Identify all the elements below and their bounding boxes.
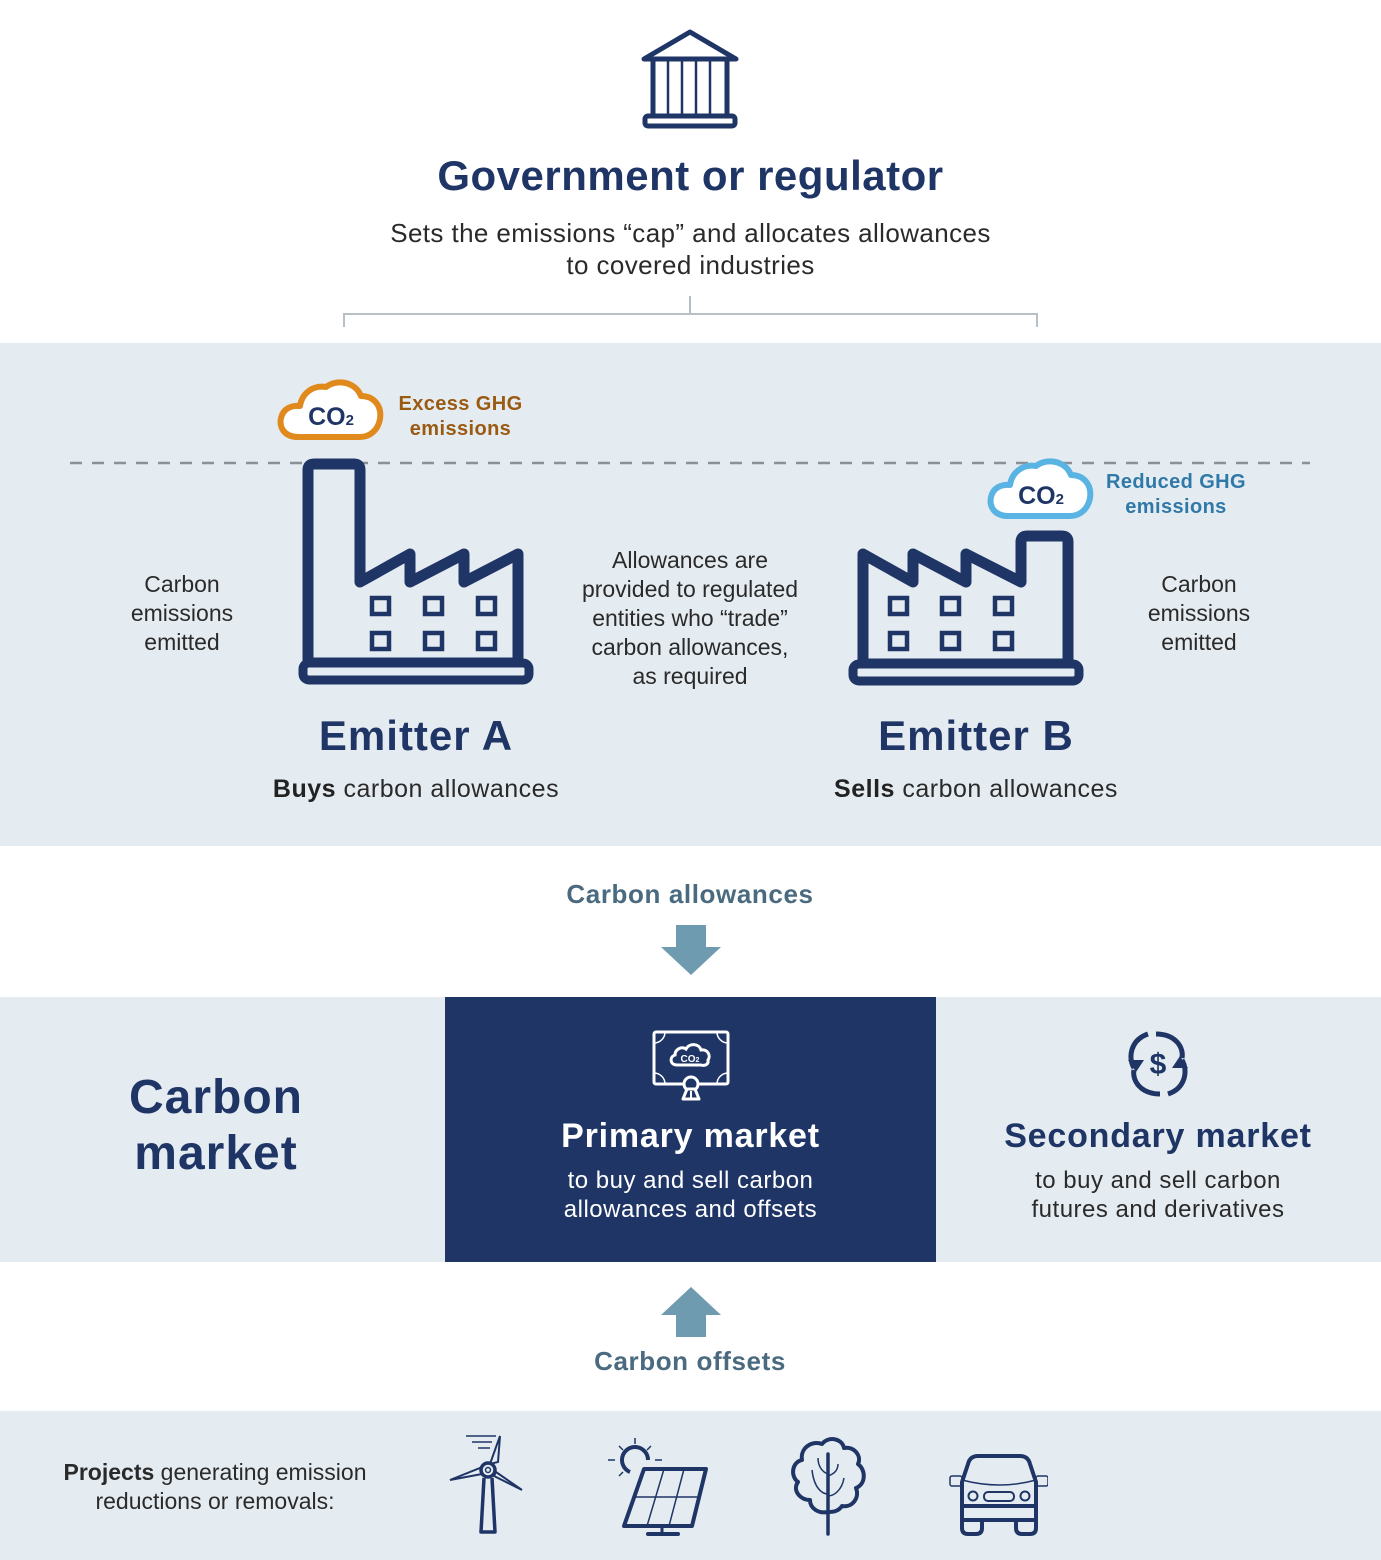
reduced-ghg-label: Reduced GHG emissions [1098, 470, 1254, 520]
primary-market-title: Primary market [561, 1117, 820, 1155]
carbon-allowances-label: Carbon allowances [566, 879, 814, 909]
reduced-ghg-label-line1: Reduced GHG [1106, 471, 1246, 493]
allowances-explanation: Allowances are provided to regulated ent… [550, 546, 830, 691]
emitter-b-title: Emitter B [878, 712, 1074, 759]
government-title: Government or regulator [437, 152, 944, 199]
side-text-line: Carbon [1161, 571, 1237, 597]
primary-market-description: to buy and sell carbon allowances and of… [445, 1166, 936, 1224]
emitter-a-side-text: Carbon emissions emitted [100, 570, 264, 657]
side-text-line: emitted [1161, 629, 1237, 655]
emitter-a-action-verb: Buys [272, 775, 337, 803]
svg-text:CO2: CO2 [681, 1054, 700, 1065]
primary-market-description-line2: allowances and offsets [563, 1196, 818, 1223]
government-building-icon [641, 29, 739, 129]
primary-market-description-line1: to buy and sell carbon [567, 1167, 814, 1194]
excess-co2-cloud-icon: CO2 [277, 379, 384, 440]
primary-market-box [445, 997, 936, 1262]
explanation-line: carbon allowances, [591, 634, 789, 660]
emitter-a-action: Buys carbon allowances [196, 775, 636, 804]
tree-icon [791, 1437, 866, 1536]
secondary-market-title: Secondary market [1004, 1117, 1312, 1155]
emitter-a-action-object: carbon allowances [336, 775, 560, 803]
explanation-line: as required [632, 663, 748, 689]
projects-label-bold: Projects [63, 1459, 155, 1485]
emitter-b-side-text: Carbon emissions emitted [1117, 570, 1281, 657]
excess-ghg-label: Excess GHG emissions [388, 392, 533, 442]
allocation-bracket [343, 296, 1038, 327]
wind-turbine-icon [449, 1435, 523, 1534]
carbon-offsets-label: Carbon offsets [594, 1346, 786, 1376]
side-text-line: emissions [130, 600, 234, 626]
excess-ghg-label-line2: emissions [409, 418, 512, 440]
projects-section [0, 1411, 1381, 1560]
car-icon [949, 1454, 1048, 1536]
co2-certificate-icon: CO2 [652, 1030, 730, 1101]
arrow-down-icon [661, 925, 721, 975]
side-text-line: Carbon [144, 571, 220, 597]
secondary-market-description-line2: futures and derivatives [1031, 1196, 1285, 1223]
emitters-section [0, 343, 1381, 846]
emitter-b-action: Sells carbon allowances [756, 775, 1196, 804]
carbon-market-title: Carbon market [70, 1070, 362, 1182]
secondary-market-description: to buy and sell carbon futures and deriv… [940, 1166, 1376, 1224]
dollar-exchange-icon: $ [1128, 1031, 1188, 1097]
emitter-a-factory-icon [298, 458, 534, 685]
carbon-market-title-line1: Carbon [129, 1071, 303, 1124]
emitter-a-title: Emitter A [318, 712, 514, 759]
svg-text:$: $ [1150, 1048, 1167, 1081]
government-subtitle: Sets the emissions “cap” and allocates a… [0, 217, 1381, 281]
svg-text:CO2: CO2 [1018, 482, 1064, 510]
arrow-up-icon [661, 1287, 721, 1337]
projects-label-line2: reductions or removals: [95, 1488, 335, 1514]
secondary-market-description-line1: to buy and sell carbon [1035, 1167, 1281, 1194]
projects-label: Projects generating emission reductions … [20, 1458, 410, 1516]
emitter-b-action-verb: Sells [834, 775, 895, 803]
government-subtitle-line1: Sets the emissions “cap” and allocates a… [390, 218, 991, 248]
emitter-b-action-object: carbon allowances [894, 775, 1118, 803]
emissions-cap-dashed-line [70, 461, 1310, 465]
reduced-co2-cloud-icon: CO2 [987, 458, 1094, 519]
government-subtitle-line2: to covered industries [566, 250, 815, 280]
side-text-line: emitted [144, 629, 220, 655]
excess-ghg-label-line1: Excess GHG [398, 393, 523, 415]
explanation-line: provided to regulated [581, 576, 799, 602]
carbon-market-title-line2: market [134, 1127, 298, 1180]
reduced-ghg-label-line2: emissions [1125, 496, 1227, 518]
projects-label-rest: generating emission [154, 1459, 367, 1485]
explanation-line: entities who “trade” [592, 605, 788, 631]
side-text-line: emissions [1147, 600, 1251, 626]
emitter-b-factory-icon [848, 530, 1084, 686]
solar-panel-icon [608, 1438, 708, 1536]
explanation-line: Allowances are [612, 547, 768, 573]
